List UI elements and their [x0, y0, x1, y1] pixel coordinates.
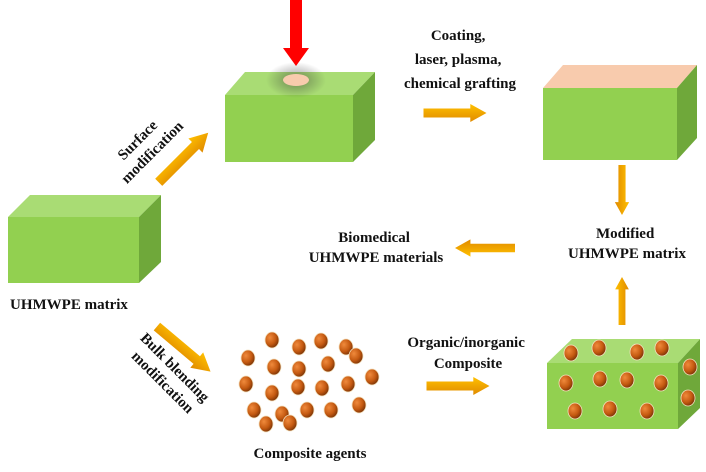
particle — [264, 384, 280, 402]
particle — [323, 401, 339, 419]
particle — [291, 338, 307, 356]
particle — [240, 349, 256, 367]
particle — [348, 347, 364, 365]
particle — [653, 374, 669, 392]
particle — [567, 402, 583, 420]
particle — [563, 344, 579, 362]
particle — [282, 414, 298, 432]
arrow-to-biomedical — [455, 239, 515, 257]
particle — [290, 378, 306, 396]
surface-methods-label: Coating, laser, plasma, chemical graftin… — [404, 28, 517, 92]
particle — [680, 389, 696, 407]
composite-block — [547, 339, 700, 429]
particle — [364, 368, 380, 386]
particle — [266, 358, 282, 376]
composite-agents-label: Composite agents — [254, 446, 367, 462]
surface-treatment-block — [225, 62, 375, 162]
bulk-blending-label: Bulk blending modification — [123, 330, 214, 421]
particle — [351, 396, 367, 414]
particle — [258, 415, 274, 433]
particle — [291, 360, 307, 378]
particle — [264, 331, 280, 349]
particle — [340, 375, 356, 393]
laser-arrow-icon — [283, 0, 309, 66]
arrow-up-to-modified — [615, 277, 629, 325]
particle — [682, 358, 698, 376]
embedded-particles — [558, 339, 698, 420]
particle — [320, 355, 336, 373]
uhmwpe-matrix-block — [8, 195, 161, 283]
particle — [313, 332, 329, 350]
particle — [338, 338, 354, 356]
modified-matrix-label: Modified UHMWPE matrix — [568, 226, 686, 262]
biomedical-materials-label: Biomedical UHMWPE materials — [309, 230, 444, 266]
arrow-composite — [426, 377, 490, 395]
particle — [314, 379, 330, 397]
particle — [639, 402, 655, 420]
particle — [629, 343, 645, 361]
arrow-surface-methods — [423, 104, 487, 122]
particle — [654, 339, 670, 357]
arrow-down-to-modified — [614, 165, 630, 215]
particle — [246, 401, 262, 419]
organic-inorganic-label: Organic/inorganic Composite — [407, 335, 528, 372]
composite-agent-particles — [238, 331, 380, 433]
surface-modification-label: Surface modification — [105, 105, 187, 187]
particle — [591, 339, 607, 357]
particle — [238, 375, 254, 393]
treatment-spot — [283, 74, 309, 86]
particle — [602, 400, 618, 418]
particle — [558, 374, 574, 392]
particle — [299, 401, 315, 419]
modified-surface-block — [543, 65, 697, 160]
uhmwpe-matrix-label: UHMWPE matrix — [10, 297, 128, 313]
particle — [592, 370, 608, 388]
particle — [619, 371, 635, 389]
